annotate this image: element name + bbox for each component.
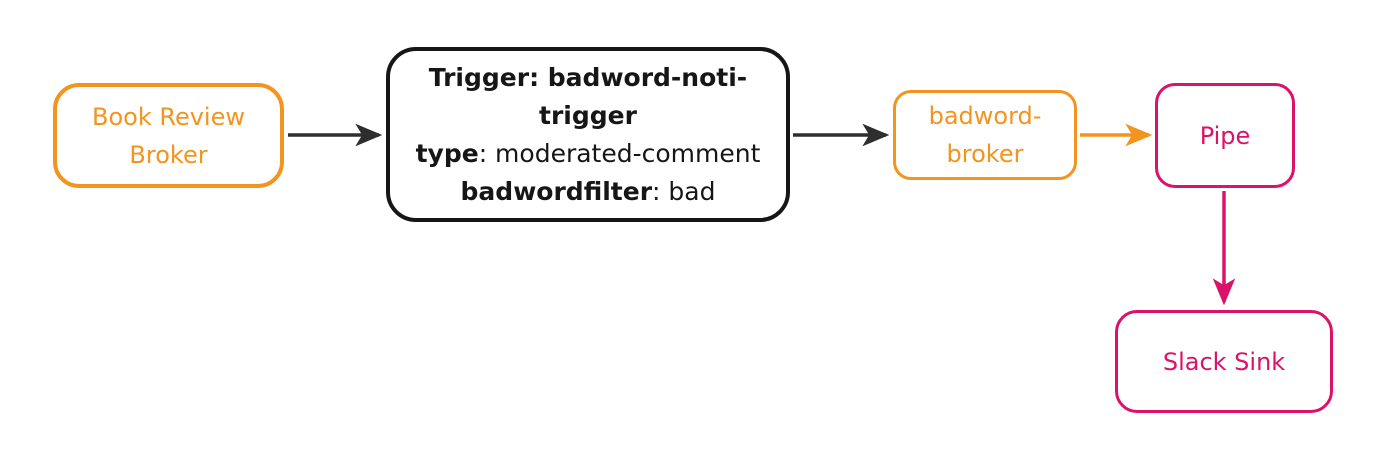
node-slack-sink: Slack Sink <box>1115 310 1333 413</box>
node-badword-broker: badword-broker <box>893 90 1077 180</box>
node-book-review-broker: Book Review Broker <box>53 83 284 188</box>
node-pipe: Pipe <box>1155 83 1295 188</box>
node-badword-broker-label: badword-broker <box>928 102 1042 168</box>
node-trigger: Trigger: badword-noti-trigger type: mode… <box>386 47 790 222</box>
node-pipe-label: Pipe <box>1199 121 1251 150</box>
trigger-filter-rest: : bad <box>652 176 716 206</box>
node-slack-sink-label: Slack Sink <box>1162 347 1286 376</box>
trigger-line-name: Trigger: badword-noti-trigger <box>390 59 786 135</box>
trigger-line-filter: badwordfilter: bad <box>461 173 716 211</box>
trigger-name-bold: Trigger: badword-noti-trigger <box>428 62 748 130</box>
trigger-line-type: type: moderated-comment <box>416 135 761 173</box>
trigger-type-bold: type <box>415 138 479 168</box>
node-book-review-broker-label: Book Review Broker <box>92 102 245 169</box>
trigger-type-rest: : moderated-comment <box>478 138 761 168</box>
trigger-filter-bold: badwordfilter <box>460 176 653 206</box>
